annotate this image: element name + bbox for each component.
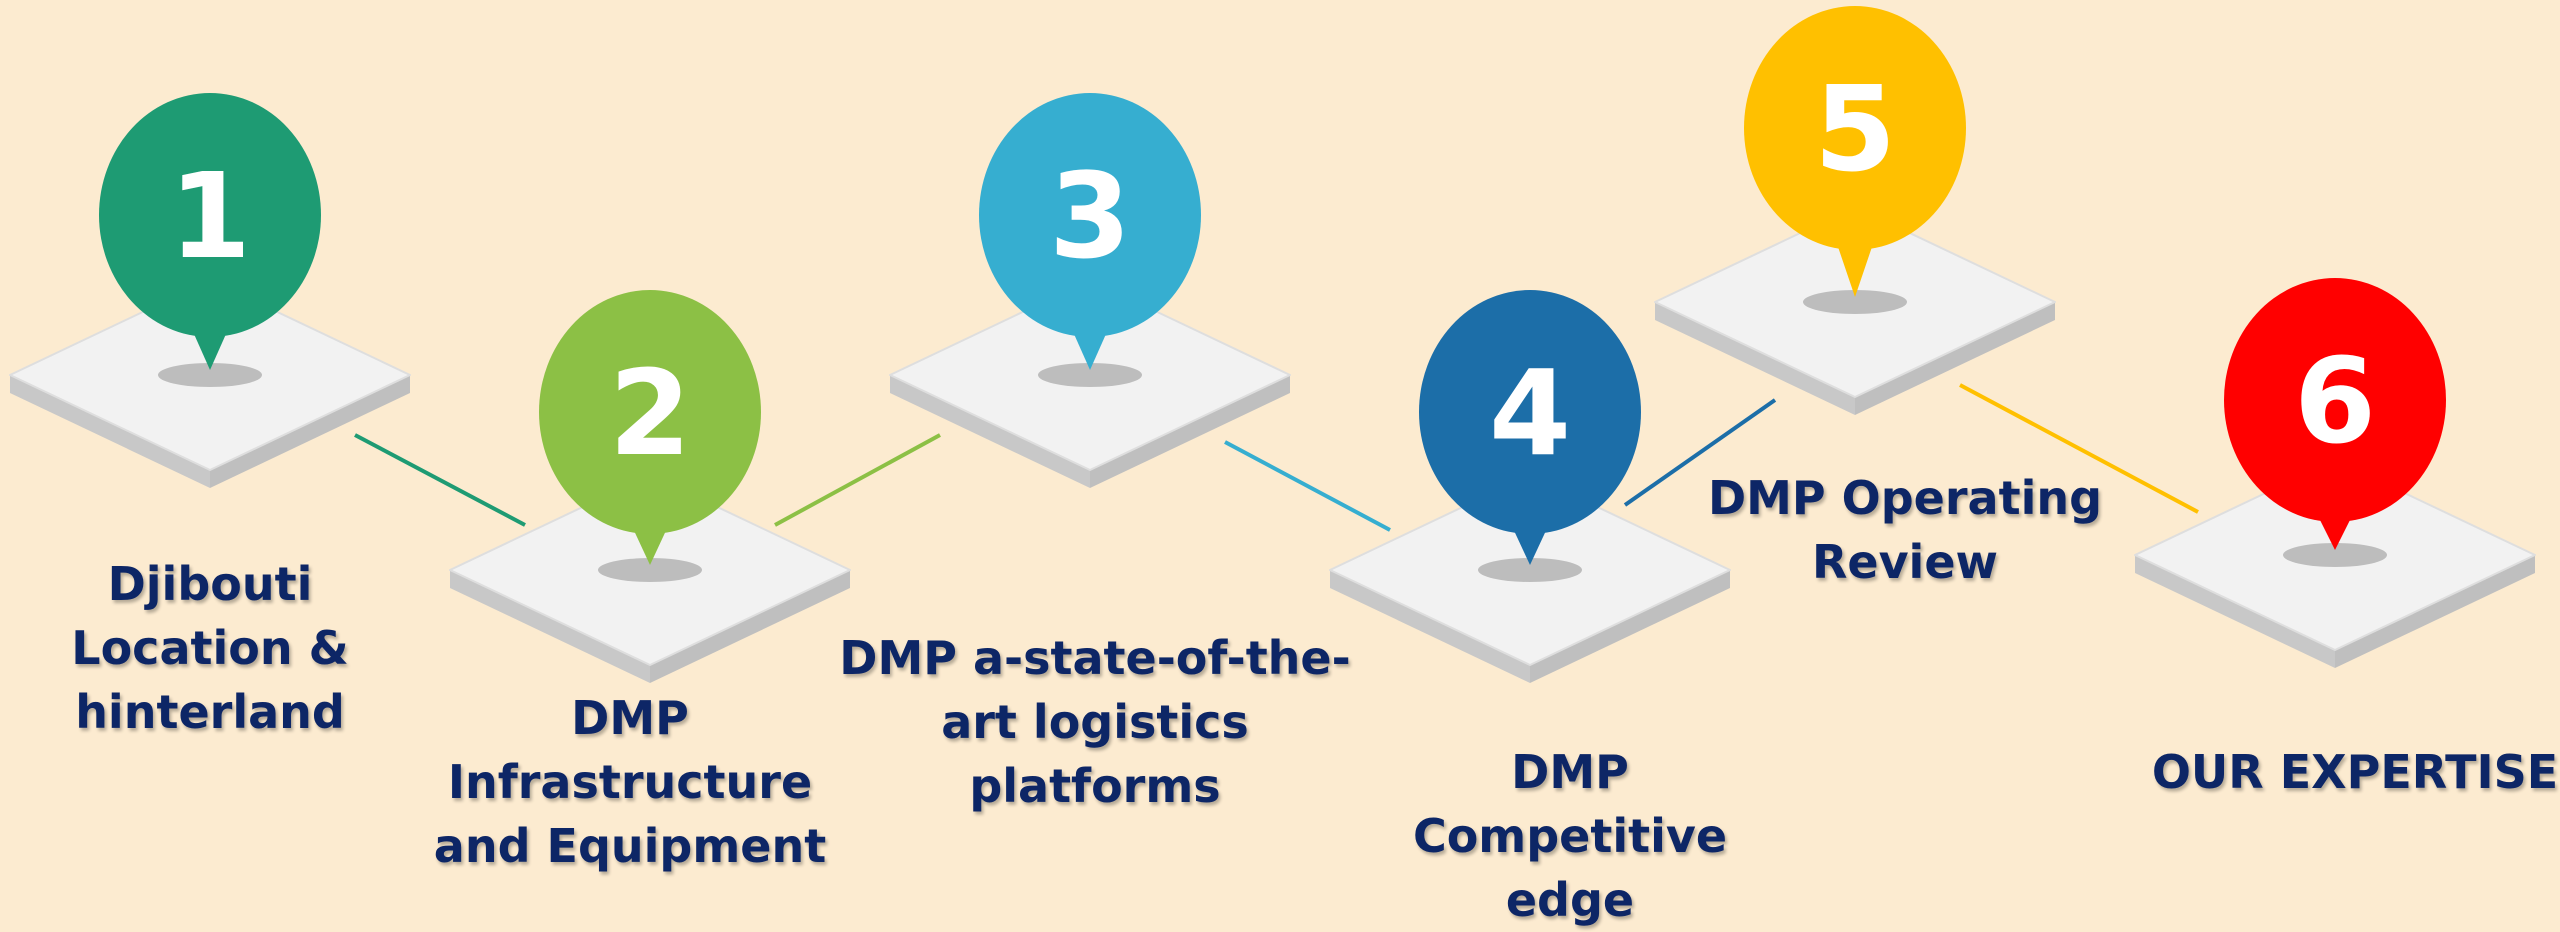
step-4-label: DMP Competitive edge bbox=[1412, 745, 1728, 927]
connector-line bbox=[1623, 398, 1777, 507]
step-3-label: DMP a-state-of-the-art logistics platfor… bbox=[839, 631, 1351, 813]
pin-marker: 4 bbox=[1419, 290, 1641, 565]
connector-line bbox=[774, 433, 941, 527]
connector-line bbox=[1224, 440, 1391, 532]
pin-marker: 1 bbox=[99, 93, 321, 370]
platform bbox=[2134, 459, 2536, 668]
step-number: 1 bbox=[169, 147, 251, 285]
connector-lines bbox=[354, 383, 2199, 532]
step-number: 6 bbox=[2294, 332, 2376, 470]
step-5-label: DMP Operating Review bbox=[1707, 471, 2103, 589]
connector-line bbox=[354, 433, 526, 527]
step-1-label: Djibouti Location & hinterland bbox=[71, 557, 349, 739]
pin-shadow bbox=[598, 558, 702, 582]
pin-marker: 3 bbox=[979, 93, 1201, 370]
platform bbox=[449, 474, 851, 683]
connector-line bbox=[1959, 383, 2199, 514]
step-6-label: OUR EXPERTISE bbox=[2151, 745, 2559, 799]
pin-shadow bbox=[2283, 543, 2387, 567]
platform bbox=[889, 279, 1291, 488]
platform bbox=[1654, 206, 2056, 415]
step-number: 5 bbox=[1814, 60, 1896, 198]
pin-shadow bbox=[1803, 290, 1907, 314]
pins: 1 2 3 4 5 6 bbox=[99, 6, 2446, 565]
pin-marker: 5 bbox=[1744, 6, 1966, 297]
pin-marker: 2 bbox=[539, 290, 761, 565]
pin-shadow bbox=[158, 363, 262, 387]
pin-shadow bbox=[1038, 363, 1142, 387]
step-number: 3 bbox=[1049, 147, 1131, 285]
step-2-label: DMP Infrastructure and Equipment bbox=[433, 691, 827, 873]
platform bbox=[9, 279, 411, 488]
pin-marker: 6 bbox=[2224, 278, 2446, 550]
step-number: 2 bbox=[609, 344, 691, 482]
pin-shadow bbox=[1478, 558, 1582, 582]
platform bbox=[1329, 474, 1731, 683]
step-number: 4 bbox=[1489, 344, 1571, 482]
platforms bbox=[9, 206, 2536, 683]
